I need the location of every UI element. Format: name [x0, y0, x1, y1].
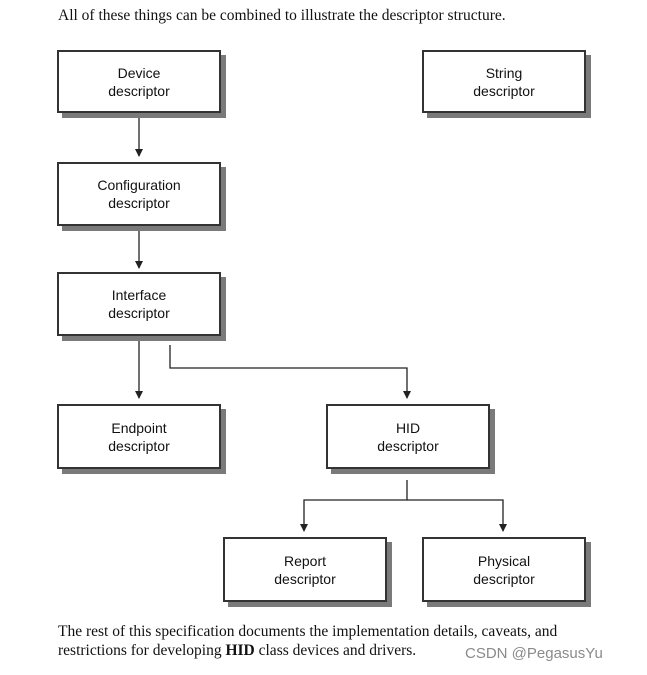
edge-interface-hid: [169, 345, 411, 399]
interface-descriptor-box: Interface descriptor: [57, 272, 221, 336]
edge-hid-branch: [300, 480, 408, 532]
hid-descriptor-box: HID descriptor: [326, 404, 490, 469]
node-label: descriptor: [108, 195, 170, 211]
edge-hid-physical: [407, 499, 507, 532]
node-label: descriptor: [473, 570, 535, 587]
device-descriptor-box: Device descriptor: [57, 50, 221, 113]
outro-line-1: The rest of this specification documents…: [58, 623, 558, 640]
endpoint-descriptor-box: Endpoint descriptor: [57, 404, 221, 469]
node-label: Interface: [111, 287, 167, 303]
string-descriptor-box: String descriptor: [422, 50, 586, 113]
node-label: descriptor: [108, 437, 170, 454]
physical-descriptor-box: Physical descriptor: [422, 537, 586, 602]
intro-text: All of these things can be combined to i…: [58, 7, 506, 24]
node-label: Configuration: [97, 177, 181, 193]
outro-hid-bold: HID: [225, 642, 255, 659]
node-label: descriptor: [473, 82, 535, 99]
node-label: Report: [283, 552, 327, 569]
outro-line-2-end: class devices and drivers.: [254, 642, 417, 659]
node-label: HID: [395, 419, 421, 436]
node-label: descriptor: [274, 570, 336, 587]
watermark: CSDN @PegasusYu: [465, 645, 603, 662]
outro-line-2-start: restrictions for developing: [58, 642, 226, 659]
node-label: descriptor: [108, 305, 170, 321]
outro-text: The rest of this specification documents…: [58, 622, 638, 660]
node-label: descriptor: [108, 82, 170, 99]
outro-line-2: restrictions for developing HID class de…: [58, 641, 638, 660]
node-label: descriptor: [377, 437, 439, 454]
report-descriptor-box: Report descriptor: [223, 537, 387, 602]
node-label: Physical: [477, 552, 531, 569]
node-label: Endpoint: [111, 419, 167, 436]
node-label: String: [485, 64, 523, 81]
configuration-descriptor-box: Configuration descriptor: [57, 162, 221, 226]
node-label: Device: [117, 64, 161, 81]
